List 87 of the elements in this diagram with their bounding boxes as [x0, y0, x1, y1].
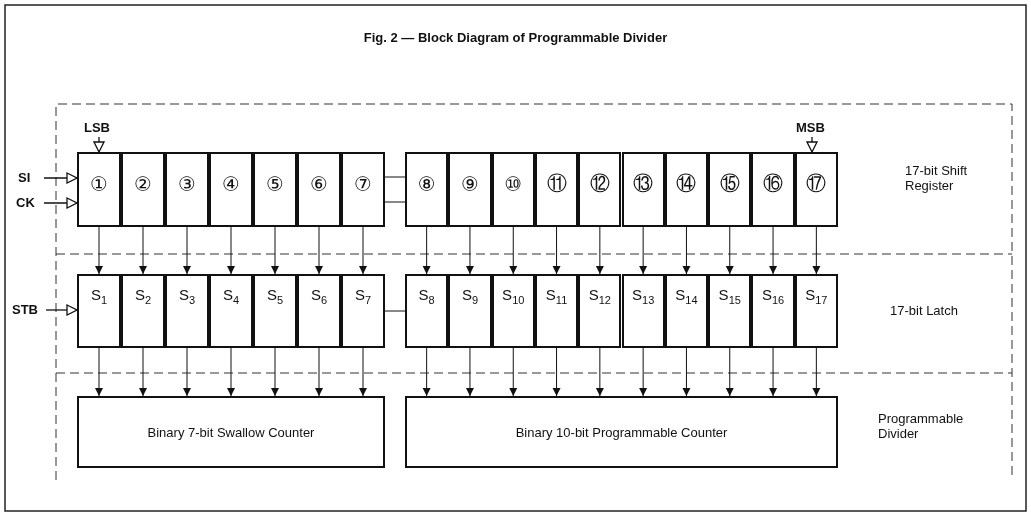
register-cell: ③	[165, 152, 209, 227]
latch-cell: S$_{14}$	[664, 274, 709, 348]
arrow	[769, 347, 778, 397]
register-cell: ⑯	[751, 152, 795, 227]
latch-cell: S$_{13}$	[621, 274, 665, 348]
arrow	[183, 347, 191, 397]
latch-cell: S$_{9}$	[448, 274, 492, 348]
figure-title: Fig. 2 — Block Diagram of Programmable Divider	[362, 30, 669, 45]
latch-cell: S$_{5}$	[253, 274, 297, 348]
register-cell: ⑤	[253, 152, 297, 227]
arrow	[682, 347, 691, 397]
arrow	[45, 304, 78, 316]
arrow	[43, 172, 78, 184]
arrow	[271, 347, 279, 397]
arrow	[812, 347, 821, 397]
arrow	[639, 347, 648, 397]
arrow	[139, 347, 147, 397]
arrow	[806, 136, 818, 153]
latch-cell: S$_{7}$	[341, 274, 385, 348]
latch-cell: S$_{3}$	[165, 274, 209, 348]
connector-line	[384, 176, 406, 178]
counter-box: Binary 10-bit Programmable Counter	[405, 396, 838, 468]
connector-line	[384, 201, 406, 203]
register-cell: ⑩	[491, 152, 535, 227]
signal-label: CK	[16, 195, 40, 211]
arrow	[93, 136, 105, 153]
latch-cell: S$_{2}$	[121, 274, 165, 348]
arrow	[552, 347, 561, 397]
arrow	[509, 347, 518, 397]
arrow	[183, 226, 191, 275]
arrow	[315, 226, 323, 275]
register-cell: ⑫	[578, 152, 622, 227]
register-cell: ①	[77, 152, 121, 227]
register-cell: ⑥	[297, 152, 341, 227]
register-cell: ②	[121, 152, 165, 227]
register-cell: ⑧	[405, 152, 449, 227]
counter-box: Binary 7-bit Swallow Counter	[77, 396, 385, 468]
arrow	[509, 226, 518, 275]
latch-cell: S$_{17}$	[794, 274, 838, 348]
arrow	[552, 226, 561, 275]
arrow	[465, 226, 474, 275]
latch-cell: S$_{12}$	[578, 274, 622, 348]
latch-cell: S$_{8}$	[405, 274, 449, 348]
arrow	[682, 226, 691, 275]
register-cell: ⑪	[534, 152, 579, 227]
arrow	[639, 226, 648, 275]
register-cell: ⑮	[708, 152, 752, 227]
arrow	[725, 347, 734, 397]
arrow	[595, 226, 604, 275]
latch-cell: S$_{6}$	[297, 274, 341, 348]
arrow	[315, 347, 323, 397]
arrow	[812, 226, 821, 275]
signal-label: SI	[18, 170, 40, 186]
register-cell: ⑭	[664, 152, 709, 227]
arrow	[271, 226, 279, 275]
latch-cell: S$_{1}$	[77, 274, 121, 348]
register-cell: ⑦	[341, 152, 385, 227]
arrow	[465, 347, 474, 397]
latch-cell: S$_{4}$	[209, 274, 253, 348]
register-cell: ⑰	[794, 152, 838, 227]
arrow	[595, 347, 604, 397]
register-cell: ④	[209, 152, 253, 227]
signal-label: STB	[12, 302, 42, 318]
arrow	[359, 226, 367, 275]
arrow	[359, 347, 367, 397]
arrow	[227, 226, 235, 275]
signal-label: LSB	[84, 120, 114, 136]
signal-label: MSB	[796, 120, 828, 136]
arrow	[139, 226, 147, 275]
connector-line	[384, 310, 406, 312]
arrow	[227, 347, 235, 397]
register-cell: ⑨	[448, 152, 492, 227]
arrow	[95, 347, 103, 397]
arrow	[95, 226, 103, 275]
arrow	[725, 226, 734, 275]
arrow	[769, 226, 778, 275]
section-label: 17-bit Latch	[890, 303, 959, 318]
section-label: Programmable Divider	[878, 411, 965, 441]
section-label: 17-bit Shift Register	[905, 163, 969, 193]
arrow	[422, 226, 431, 275]
latch-cell: S$_{11}$	[534, 274, 579, 348]
latch-cell: S$_{16}$	[751, 274, 795, 348]
register-cell: ⑬	[621, 152, 665, 227]
latch-cell: S$_{10}$	[491, 274, 535, 348]
latch-cell: S$_{15}$	[708, 274, 752, 348]
arrow	[43, 197, 78, 209]
arrow	[422, 347, 431, 397]
